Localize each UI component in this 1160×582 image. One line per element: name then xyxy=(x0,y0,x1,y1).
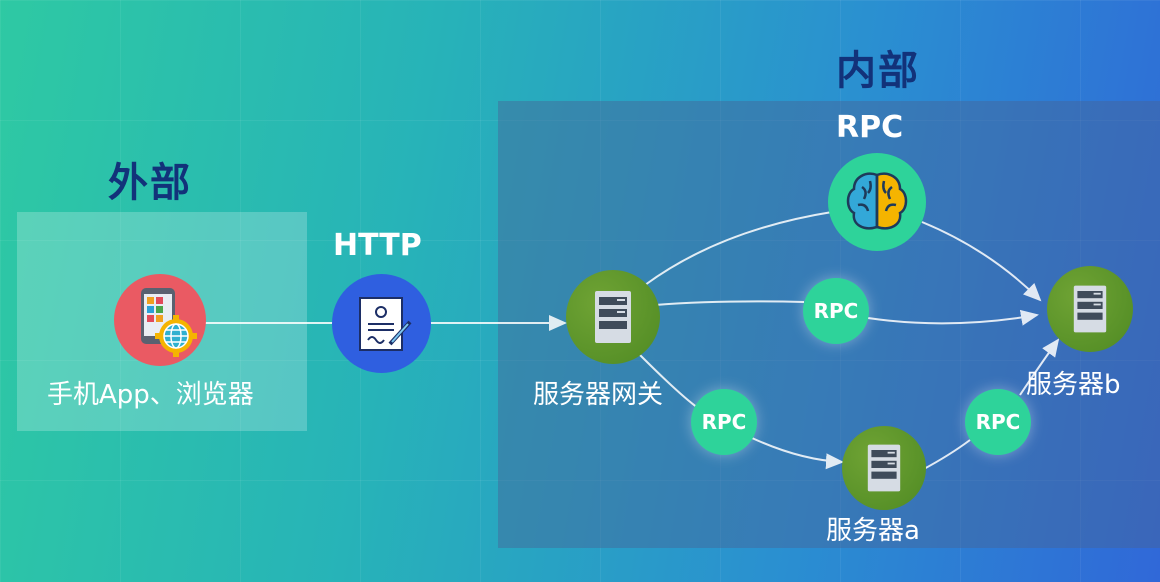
external-heading: 外部 xyxy=(108,160,192,206)
server-tower-icon xyxy=(595,291,631,343)
brain-icon xyxy=(846,172,908,230)
server-b-node xyxy=(1047,266,1133,352)
gateway-node xyxy=(566,270,660,364)
client-label: 手机App、浏览器 xyxy=(47,380,254,410)
rpc-top-label: RPC xyxy=(836,110,904,145)
rpc-badge-lower-left: RPC xyxy=(691,389,757,455)
phone-with-globe-gear-icon xyxy=(141,288,197,357)
server-a-label: 服务器a xyxy=(826,516,920,546)
server-tower-icon xyxy=(867,444,901,492)
certificate-document-icon xyxy=(359,297,412,351)
http-label: HTTP xyxy=(333,228,422,263)
http-node xyxy=(332,274,431,373)
gateway-label: 服务器网关 xyxy=(533,380,664,410)
server-a-node xyxy=(842,426,926,510)
client-node xyxy=(114,274,206,366)
rpc-brain-node xyxy=(828,153,926,251)
server-tower-icon xyxy=(1073,285,1107,333)
rpc-badge-lower-right: RPC xyxy=(965,389,1031,455)
rpc-badge-middle: RPC xyxy=(803,278,869,344)
internal-heading: 内部 xyxy=(836,48,920,94)
server-b-label: 服务器b xyxy=(1026,370,1121,400)
